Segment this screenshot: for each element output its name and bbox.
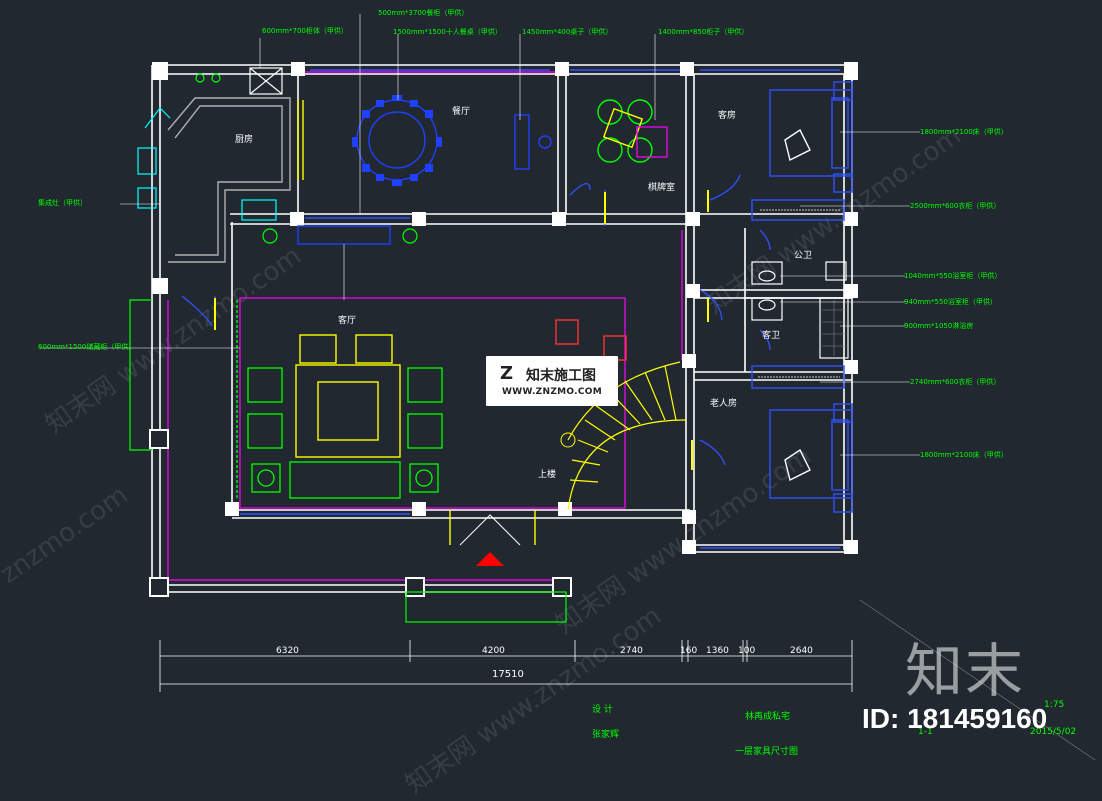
bedroom-bed-bottom: [769, 403, 853, 513]
room-label-dining: 餐厅: [452, 107, 471, 117]
dim-seg-3: 2740: [620, 646, 643, 656]
kitchen-yellow: [297, 100, 304, 180]
dim-seg-2: 4200: [482, 646, 505, 656]
resource-id: ID: 181459160: [862, 703, 1048, 734]
callout-left2: 600mm*1500储藏柜（甲供）: [38, 343, 136, 351]
callout-right6: 2740mm*600衣柜（甲供）: [910, 378, 1001, 386]
baths: [751, 261, 849, 359]
plants: [262, 228, 418, 244]
room-label-bath1: 公卫: [794, 251, 813, 261]
windows: [240, 69, 840, 549]
title-num: 1-1: [918, 727, 933, 737]
room-label-stair: 上楼: [538, 470, 557, 480]
shower-grid: [822, 300, 846, 356]
callout-top4: 1450mm*400桌子（甲供）: [522, 28, 613, 36]
title-lines: [859, 599, 1096, 761]
magenta-lines: [165, 71, 683, 581]
drawing-stage: 知末网 www.znzmo.com 知末网 www.znzmo.com znzm…: [0, 9, 1096, 800]
callout-top5: 1400mm*850柜子（甲供）: [658, 28, 749, 36]
callout-right7: 1800mm*2100床（甲供）: [920, 451, 1008, 459]
walls: [151, 64, 853, 593]
stair-newel: [560, 432, 576, 448]
dim-seg-6: 100: [738, 646, 756, 656]
callout-left1: 集成灶（甲供）: [38, 199, 87, 207]
living-yellow: [295, 334, 401, 458]
entry-arrow: [476, 552, 504, 566]
dining-chairs: [352, 95, 442, 186]
tv-unit: [297, 225, 391, 245]
dim-seg-7: 2640: [790, 646, 813, 656]
title-drawing: 一层家具尺寸图: [735, 747, 799, 757]
title-designer: 张家辉: [592, 730, 620, 740]
dim-seg-1: 6320: [276, 646, 299, 656]
dimension-lines: [159, 640, 853, 692]
mahjong-cabinet: [636, 126, 668, 158]
dim-total: 17510: [492, 669, 524, 680]
room-label-bedroom: 客房: [718, 111, 737, 121]
callout-right4: 940mm*550浴室柜（甲供）: [904, 298, 997, 306]
title-date: 2015/5/02: [1030, 727, 1077, 737]
kitchen-details: [137, 67, 283, 221]
title-project: 林再成私宅: [745, 712, 791, 722]
wardrobe-mid: [751, 365, 845, 389]
room-label-mahjong: 棋牌室: [648, 183, 676, 193]
callout-right2: 2500mm*600衣柜（甲供）: [910, 202, 1001, 210]
outlined-columns: [149, 429, 572, 597]
living-sofa-set: [247, 367, 443, 499]
room-label-kitchen: 厨房: [235, 135, 254, 145]
brand-logo-title: 知末施工图: [526, 368, 596, 384]
callout-top3: 1500mm*1500十人餐桌（甲供）: [393, 28, 502, 36]
room-label-elder: 老人房: [710, 399, 738, 409]
mahjong-table: [597, 99, 653, 163]
callout-right3: 1040mm*550浴室柜（甲供）: [904, 272, 1002, 280]
room-label-living: 客厅: [338, 316, 357, 326]
callout-top1: 600mm*700柜体（甲供）: [262, 27, 348, 35]
brand-watermark-large: 知末: [905, 637, 1026, 705]
brand-logo-url: WWW.ZNZMO.COM: [502, 387, 602, 397]
door-leaves: [214, 190, 709, 470]
brand-logo-box: Z 知末施工图 WWW.ZNZMO.COM: [486, 356, 618, 406]
columns: [152, 62, 858, 554]
dim-seg-5: 1360: [706, 646, 729, 656]
title-designer-label: 设 计: [592, 705, 613, 715]
room-label-bath2: 客卫: [762, 331, 781, 341]
leaders: [40, 14, 920, 456]
callout-right5: 900mm*1050淋浴房: [904, 322, 974, 330]
left-storage: [129, 299, 152, 451]
entry-doors: [459, 514, 521, 546]
kitchen-counter: [167, 97, 291, 263]
callout-right1: 1800mm*2100床（甲供）: [920, 128, 1008, 136]
front-step: [405, 591, 567, 623]
red-chairs: [555, 319, 627, 361]
floor-plan: [40, 14, 1096, 761]
callout-top2: 500mm*3700餐柜（甲供）: [378, 9, 469, 17]
dining-sideboard: [514, 114, 552, 170]
dim-seg-4: 160: [680, 646, 698, 656]
entry: [449, 510, 536, 545]
brand-logo-icon: Z: [500, 363, 514, 384]
title-scale: 1:75: [1044, 700, 1065, 710]
bedroom-bed-top: [751, 81, 853, 221]
